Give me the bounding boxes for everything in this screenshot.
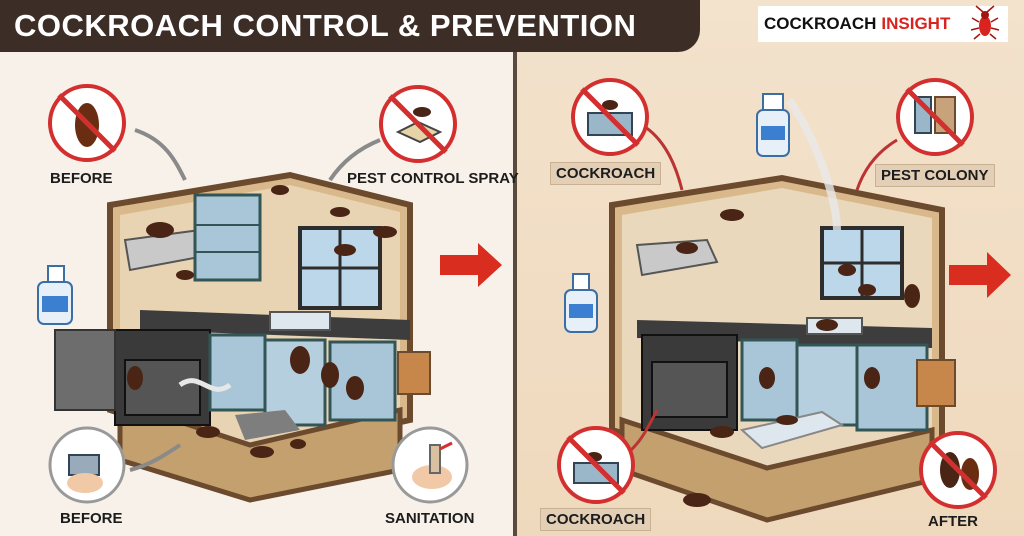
- red-arrow-icon: [440, 243, 502, 287]
- right-label-cockroach-bottom: COCKROACH: [540, 508, 652, 531]
- spray-bottle-icon: [37, 265, 73, 325]
- red-arrow-icon-right: [949, 252, 1011, 298]
- brand-part1: COCKROACH: [764, 14, 877, 33]
- panel-divider: [513, 0, 517, 536]
- no-cockroach-icon-after: [919, 431, 997, 509]
- left-label-sanitation: SANITATION: [385, 510, 475, 527]
- brand-logo: COCKROACH INSIGHT: [758, 5, 1008, 42]
- right-label-pest-colony: PEST COLONY: [875, 164, 995, 187]
- left-kitchen-illustration: [37, 128, 502, 503]
- no-cockroach-icon-top-left: [48, 84, 126, 162]
- brand-part2: INSIGHT: [881, 14, 951, 33]
- right-label-cockroach-top: COCKROACH: [550, 162, 662, 185]
- spray-bottle-icon: [564, 273, 598, 333]
- top-spray-bottle-icon: [756, 93, 841, 231]
- right-label-after: AFTER: [928, 513, 978, 530]
- no-cockroach-trap-icon: [557, 426, 635, 504]
- left-label-before-bottom: BEFORE: [60, 510, 123, 527]
- sanitation-icon: [391, 426, 469, 504]
- bottom-left-hand-spray-icon: [48, 426, 126, 504]
- page-title: COCKROACH CONTROL & PREVENTION: [14, 8, 637, 43]
- no-spray-pad-icon: [379, 85, 457, 163]
- cockroach-logo-icon: [970, 5, 1000, 40]
- left-label-before-top: BEFORE: [50, 170, 113, 187]
- no-pest-colony-icon: [896, 78, 974, 156]
- title-bar: COCKROACH CONTROL & PREVENTION: [0, 0, 700, 52]
- no-bait-trap-icon: [571, 78, 649, 156]
- left-label-pest-control-spray: PEST CONTROL SPRAY: [347, 170, 519, 187]
